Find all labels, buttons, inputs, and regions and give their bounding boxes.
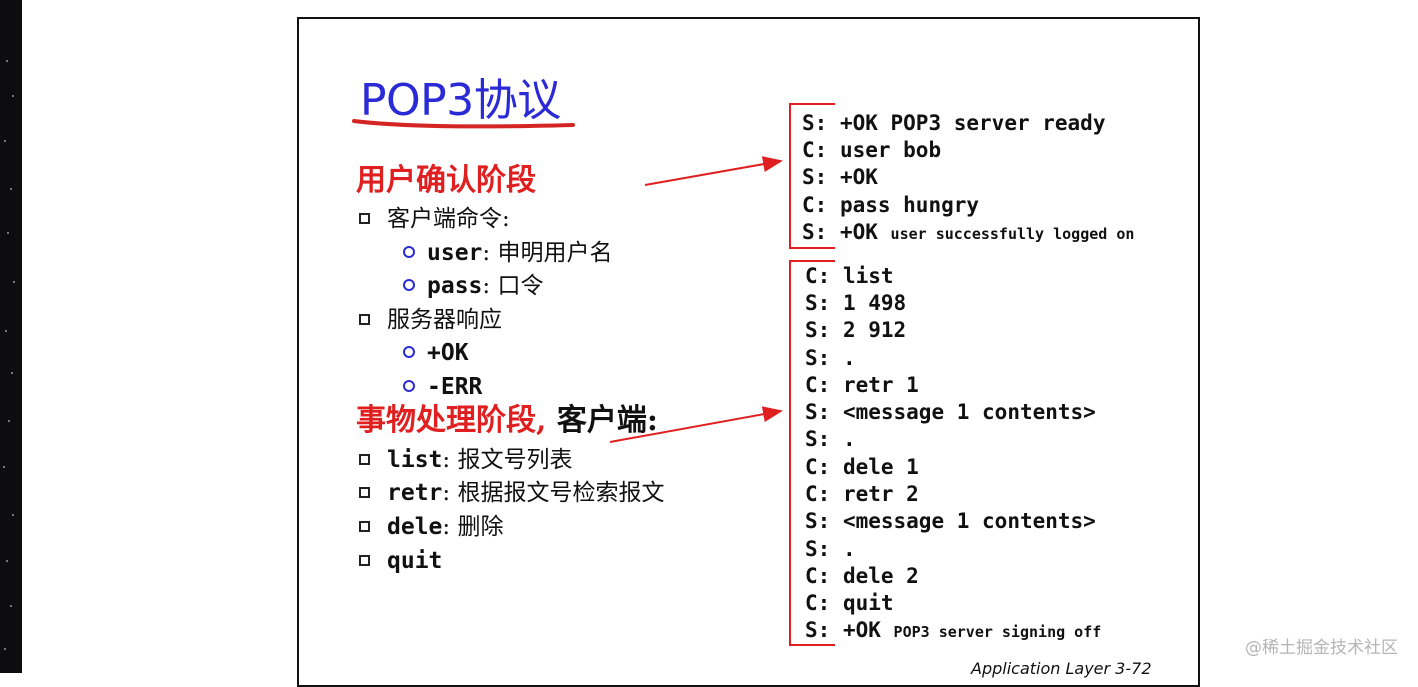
- auth-item-server-response: 服务器响应: [359, 306, 502, 334]
- trans-dialog-line: S: <message 1 contents>: [805, 509, 1096, 533]
- trans-dialog-line: S: .: [805, 427, 856, 451]
- auth-item-ok: +OK: [403, 339, 469, 367]
- trans-item-dele: dele: 删除: [359, 513, 503, 541]
- auth-dialog-line: C: pass hungry: [802, 193, 980, 217]
- auth-dialog-bracket: [789, 103, 835, 249]
- square-bullet-icon: [359, 555, 370, 566]
- auth-item-user: user: 申明用户名: [403, 239, 612, 267]
- trans-dialog-line: S: +OK POP3 server signing off: [805, 618, 1102, 642]
- title-underline: [352, 119, 575, 129]
- trans-dialog-line: S: .: [805, 346, 856, 370]
- auth-item-pass: pass: 口令: [403, 272, 543, 300]
- left-dark-strip: [0, 0, 22, 673]
- circle-bullet-icon: [403, 380, 415, 392]
- trans-arrow: [609, 406, 783, 443]
- auth-item-client-commands: 客户端命令:: [359, 205, 510, 233]
- square-bullet-icon: [359, 487, 370, 498]
- trans-dialog-bracket: [789, 260, 835, 646]
- trans-dialog-line: C: retr 2: [805, 482, 919, 506]
- circle-bullet-icon: [403, 246, 415, 258]
- watermark: @稀土掘金技术社区: [1245, 638, 1398, 658]
- circle-bullet-icon: [403, 279, 415, 291]
- trans-dialog-line: C: list: [805, 264, 894, 288]
- circle-bullet-icon: [403, 346, 415, 358]
- auth-dialog-line: C: user bob: [802, 138, 942, 162]
- trans-item-quit: quit: [359, 547, 442, 575]
- trans-dialog-line: C: retr 1: [805, 373, 919, 397]
- square-bullet-icon: [359, 314, 370, 325]
- auth-dialog-line: S: +OK POP3 server ready: [802, 111, 1106, 135]
- trans-dialog-line: S: .: [805, 537, 856, 561]
- slide-title: POP3协议: [360, 75, 561, 126]
- trans-dialog-line: C: dele 1: [805, 455, 919, 479]
- trans-dialog-line: C: quit: [805, 591, 894, 615]
- auth-item-err: -ERR: [403, 373, 482, 401]
- slide-footer: Application Layer 3-72: [971, 659, 1152, 678]
- trans-dialog-line: S: 2 912: [805, 318, 907, 342]
- trans-dialog-line: C: dele 2: [805, 564, 919, 588]
- auth-dialog-line: S: +OK: [802, 165, 878, 189]
- trans-section-heading: 事物处理阶段, 客户端:: [356, 403, 658, 438]
- connector-arrows: [609, 156, 783, 443]
- square-bullet-icon: [359, 213, 370, 224]
- square-bullet-icon: [359, 454, 370, 465]
- auth-dialog-line: S: +OK user successfully logged on: [802, 220, 1135, 244]
- square-bullet-icon: [359, 521, 370, 532]
- trans-dialog-line: S: 1 498: [805, 291, 907, 315]
- trans-item-retr: retr: 根据报文号检索报文: [359, 479, 664, 507]
- trans-item-list: list: 报文号列表: [359, 446, 572, 474]
- auth-arrow: [644, 156, 783, 186]
- slide: POP3协议 用户确认阶段 客户端命令: user: 申明用户名 pass: 口…: [297, 17, 1200, 687]
- trans-dialog-line: S: <message 1 contents>: [805, 400, 1096, 424]
- auth-section-heading: 用户确认阶段: [356, 163, 536, 198]
